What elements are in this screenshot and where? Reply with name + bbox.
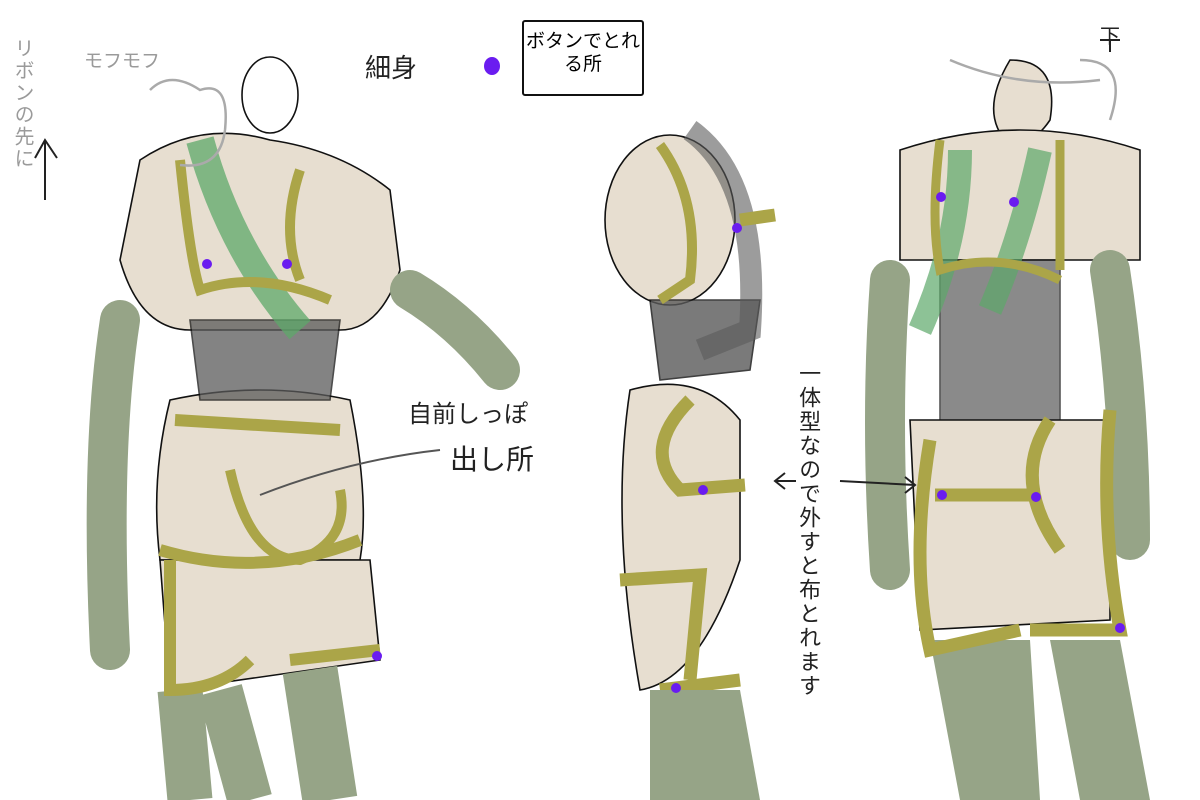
button-legend-bubble: ボタンでとれる所 [522,20,644,96]
slim-note: 細身 [365,54,418,84]
button-markers [202,57,1125,693]
bottom-label: 下 [1100,24,1120,48]
button-legend-text: ボタンでとれる所 [525,30,640,75]
tail-hole-note-line2: 出し所 [450,443,535,476]
ribbon-tip-note: リボンの先に [11,38,35,170]
tail-hole-note-line1: 自前しっぽ [408,400,528,428]
one-piece-note: 一体型なので外すと布とれます [795,362,821,698]
legend-button-dot [484,57,500,75]
figure-side-view [604,121,776,800]
figure-front-view [865,58,1150,800]
fluffy-note: モフモフ [84,50,161,72]
annotation-arrows [34,39,1120,494]
figure-back-view [86,56,520,800]
